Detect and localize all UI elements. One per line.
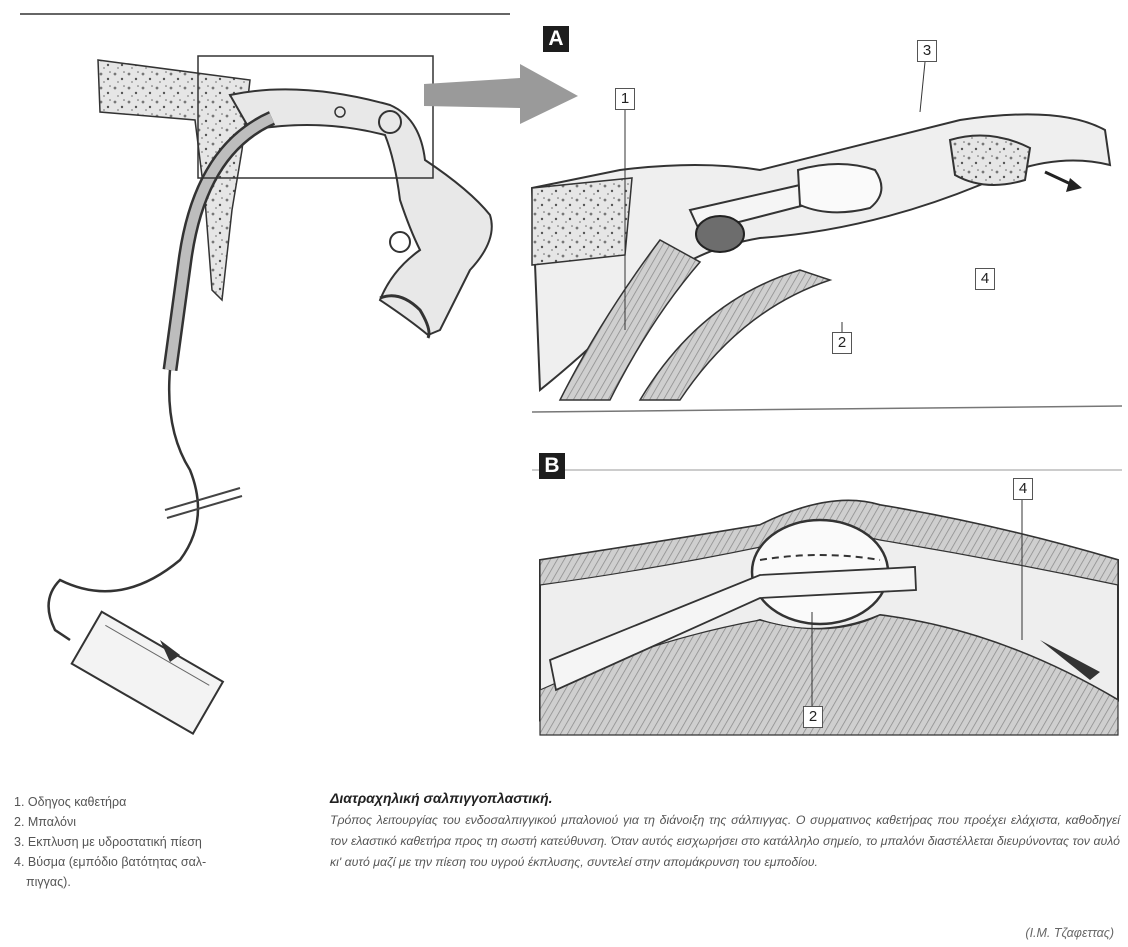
overview-drawing	[20, 14, 578, 734]
caption-title: Διατραχηλική σαλπιγγοπλαστική.	[330, 790, 1120, 806]
legend-item: πιγγας).	[14, 872, 314, 892]
callout-a-4: 4	[975, 268, 995, 290]
credit-text: (Ι.Μ. Τζαφεττας)	[1025, 926, 1114, 940]
panel-b-label: B	[539, 453, 565, 479]
callout-b-4: 4	[1013, 478, 1033, 500]
panel-a-label: A	[543, 26, 569, 52]
caption: Διατραχηλική σαλπιγγοπλαστική. Τρόπος λε…	[330, 790, 1120, 873]
panel-a	[530, 18, 1124, 412]
callout-a-3: 3	[917, 40, 937, 62]
panel-b	[532, 470, 1122, 735]
legend-item: 2. Μπαλόνι	[14, 812, 314, 832]
legend-item: 1. Οδηγος καθετήρα	[14, 792, 314, 812]
callout-b-2: 2	[803, 706, 823, 728]
legend-item: 3. Εκπλυση με υδροστατική πίεση	[14, 832, 314, 852]
legend-item: 4. Βύσμα (εμπόδιο βατότητας σαλ-	[14, 852, 314, 872]
legend-list: 1. Οδηγος καθετήρα 2. Μπαλόνι 3. Εκπλυση…	[14, 792, 314, 892]
callout-a-2: 2	[832, 332, 852, 354]
caption-body: Τρόπος λειτουργίας του ενδοσαλπιγγικού μ…	[330, 810, 1120, 873]
callout-a-1: 1	[615, 88, 635, 110]
